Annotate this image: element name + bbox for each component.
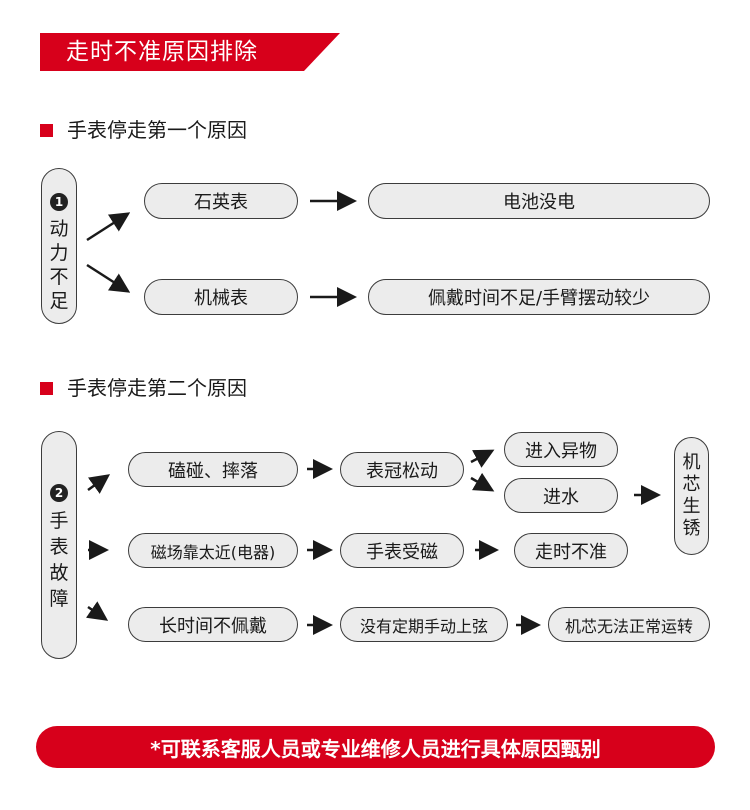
node-movement-rust: 机 芯 生 锈	[674, 437, 709, 555]
category-power-shortage: 1 动 力 不 足	[41, 168, 77, 324]
banner-title: 走时不准原因排除	[66, 39, 258, 65]
node-movement-stopped: 机芯无法正常运转	[548, 607, 710, 642]
node-inaccurate-time: 走时不准	[514, 533, 628, 568]
section-1-heading: 手表停走第一个原因	[40, 117, 247, 143]
node-crown-loose: 表冠松动	[340, 452, 464, 487]
category-char: 故	[49, 562, 69, 584]
arrow-crown-to-foreign	[470, 449, 495, 468]
arrow-crown-to-water	[470, 472, 495, 492]
category-char: 动	[49, 218, 69, 240]
rust-char: 锈	[682, 518, 701, 539]
node-mechanical-watch: 机械表	[144, 279, 298, 315]
section-2-title: 手表停走第二个原因	[67, 376, 247, 400]
step-number-badge: 1	[50, 193, 68, 211]
node-water-ingress: 进水	[504, 478, 618, 513]
node-quartz-watch: 石英表	[144, 183, 298, 219]
node-not-worn: 长时间不佩戴	[128, 607, 298, 642]
category-char: 表	[49, 536, 69, 558]
node-impact-drop: 磕碰、摔落	[128, 452, 298, 487]
title-banner: 走时不准原因排除	[40, 33, 340, 71]
rust-char: 机	[682, 452, 701, 473]
category-char: 力	[49, 242, 69, 264]
arrow-to-quartz	[86, 212, 131, 242]
arrow-to-not-worn	[85, 601, 109, 621]
node-magnetized: 手表受磁	[340, 533, 464, 568]
arrow-to-mechanical	[86, 263, 131, 293]
node-magnetic-source: 磁场靠太近(电器)	[128, 533, 298, 568]
red-square-icon	[40, 123, 53, 137]
arrow-to-impact	[87, 474, 111, 494]
rust-char: 生	[682, 496, 701, 517]
section-2-heading: 手表停走第二个原因	[40, 375, 247, 401]
category-char: 不	[49, 266, 69, 288]
node-insufficient-wear: 佩戴时间不足/手臂摆动较少	[368, 279, 710, 315]
category-watch-fault: 2 手 表 故 障	[41, 431, 77, 659]
node-foreign-matter: 进入异物	[504, 432, 618, 467]
category-char: 足	[49, 290, 69, 312]
rust-char: 芯	[682, 474, 701, 495]
step-number-badge: 2	[50, 484, 68, 502]
section-1-title: 手表停走第一个原因	[67, 118, 247, 142]
category-char: 障	[49, 588, 69, 610]
red-square-icon	[40, 381, 53, 395]
node-battery-dead: 电池没电	[368, 183, 710, 219]
category-char: 手	[49, 510, 69, 532]
contact-note-bar: *可联系客服人员或专业维修人员进行具体原因甄别	[36, 726, 715, 768]
contact-note: *可联系客服人员或专业维修人员进行具体原因甄别	[150, 736, 601, 761]
node-not-wound: 没有定期手动上弦	[340, 607, 508, 642]
